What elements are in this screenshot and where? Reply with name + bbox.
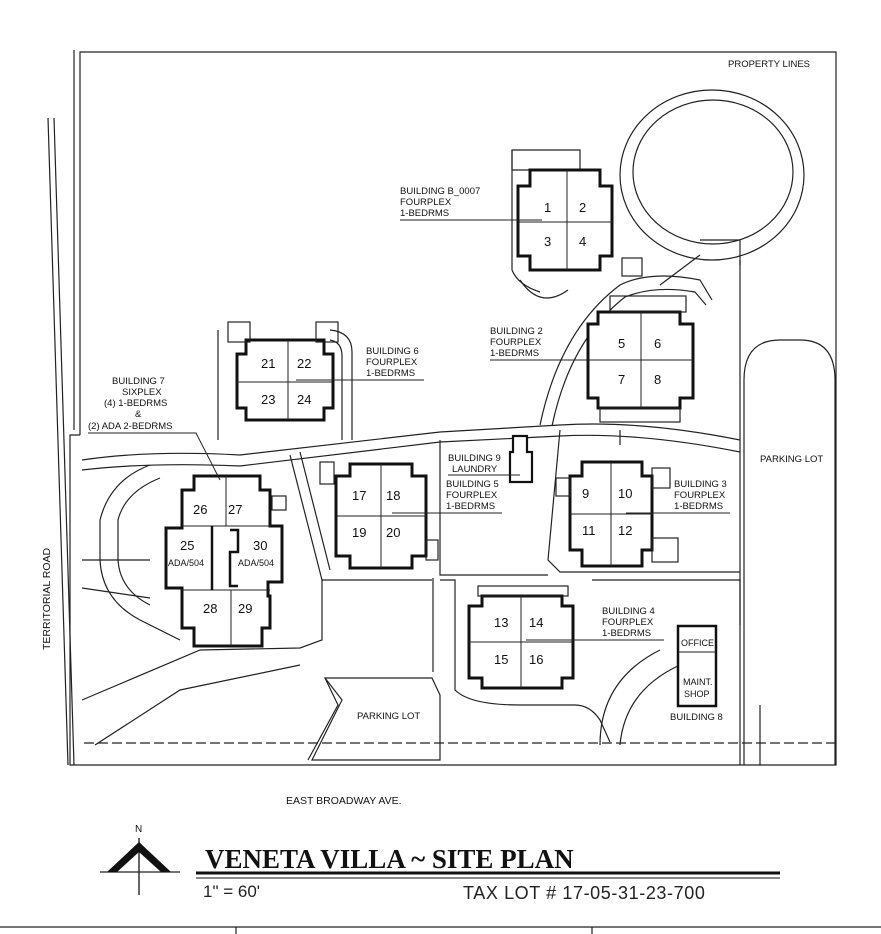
unit-20: 20 xyxy=(386,525,400,540)
svg-text:FOURPLEX: FOURPLEX xyxy=(446,490,498,501)
unit-6: 6 xyxy=(654,336,661,351)
label-building-5: BUILDING 5 FOURPLEX 1-BEDRMS xyxy=(392,479,502,514)
unit-7: 7 xyxy=(618,372,625,387)
property-boundary xyxy=(69,50,837,766)
unit-27: 27 xyxy=(228,502,242,517)
svg-text:FOURPLEX: FOURPLEX xyxy=(490,337,542,348)
svg-text:1-BEDRMS: 1-BEDRMS xyxy=(446,501,495,512)
svg-text:1-BEDRMS: 1-BEDRMS xyxy=(490,348,539,359)
svg-text:FOURPLEX: FOURPLEX xyxy=(400,197,452,208)
unit-17: 17 xyxy=(352,488,366,503)
label-building-b0007: BUILDING B_0007 FOURPLEX 1-BEDRMS xyxy=(400,186,542,221)
unit-12: 12 xyxy=(618,523,632,538)
svg-text:BUILDING B_0007: BUILDING B_0007 xyxy=(400,186,480,197)
building-5 xyxy=(319,461,439,570)
territorial-road-label: TERRITORIAL ROAD xyxy=(41,547,53,650)
property-lines-label: PROPERTY LINES xyxy=(728,59,810,70)
building-8 xyxy=(676,624,718,708)
svg-text:(4) 1-BEDRMS: (4) 1-BEDRMS xyxy=(104,398,167,409)
building-7 xyxy=(164,474,287,648)
tax-lot-label: TAX LOT # 17-05-31-23-700 xyxy=(463,883,705,903)
label-building-9: BUILDING 9 LAUNDRY xyxy=(448,453,520,476)
maint-label: MAINT. xyxy=(683,677,713,687)
page-title: VENETA VILLA ~ SITE PLAN xyxy=(205,844,574,874)
building-2 xyxy=(586,295,695,423)
svg-text:FOURPLEX: FOURPLEX xyxy=(674,490,726,501)
building-4 xyxy=(467,585,575,690)
svg-text:&: & xyxy=(135,409,142,420)
unit-28: 28 xyxy=(203,601,217,616)
svg-text:1-BEDRMS: 1-BEDRMS xyxy=(400,208,449,219)
label-building-7: BUILDING 7 SIXPLEX (4) 1-BEDRMS & (2) AD… xyxy=(88,376,221,481)
label-building-6: BUILDING 6 FOURPLEX 1-BEDRMS xyxy=(296,346,424,381)
svg-text:LAUNDRY: LAUNDRY xyxy=(452,464,498,475)
building-3 xyxy=(555,460,679,568)
label-building-2: BUILDING 2 FOURPLEX 1-BEDRMS xyxy=(490,326,612,361)
shop-label: SHOP xyxy=(684,689,710,699)
unit-22: 22 xyxy=(297,356,311,371)
unit-14: 14 xyxy=(529,615,543,630)
sidewalks xyxy=(81,149,741,746)
parking-lot-label-bottom: PARKING LOT xyxy=(357,711,420,722)
svg-text:BUILDING 3: BUILDING 3 xyxy=(674,479,727,490)
parking-lot-label-right: PARKING LOT xyxy=(760,454,823,465)
bottom-parking-lot xyxy=(307,677,441,761)
unit-19: 19 xyxy=(352,525,366,540)
unit-29: 29 xyxy=(238,601,252,616)
north-label: N xyxy=(135,824,142,835)
north-arrow-icon xyxy=(100,838,180,895)
unit-30: 30 xyxy=(253,538,267,553)
label-building-3: BUILDING 3 FOURPLEX 1-BEDRMS xyxy=(626,479,730,514)
svg-text:BUILDING 2: BUILDING 2 xyxy=(490,326,543,337)
svg-text:FOURPLEX: FOURPLEX xyxy=(366,357,418,368)
unit-25: 25 xyxy=(180,538,194,553)
svg-text:BUILDING 4: BUILDING 4 xyxy=(602,606,655,617)
scale-label: 1" = 60' xyxy=(203,882,260,901)
unit-13: 13 xyxy=(494,615,508,630)
unit-3: 3 xyxy=(544,234,551,249)
svg-text:FOURPLEX: FOURPLEX xyxy=(602,617,654,628)
unit-9: 9 xyxy=(582,486,589,501)
label-building-4: BUILDING 4 FOURPLEX 1-BEDRMS xyxy=(526,606,664,641)
building-9-laundry xyxy=(508,434,534,484)
unit-16: 16 xyxy=(529,652,543,667)
territorial-road xyxy=(47,117,75,766)
unit-26: 26 xyxy=(193,502,207,517)
unit-4: 4 xyxy=(579,234,586,249)
unit-1: 1 xyxy=(544,200,551,215)
unit-18: 18 xyxy=(386,488,400,503)
unit-24: 24 xyxy=(297,392,311,407)
unit-15: 15 xyxy=(494,652,508,667)
unit-21: 21 xyxy=(261,356,275,371)
svg-text:1-BEDRMS: 1-BEDRMS xyxy=(602,628,651,639)
svg-text:BUILDING 9: BUILDING 9 xyxy=(448,453,501,464)
svg-text:BUILDING 6: BUILDING 6 xyxy=(366,346,419,357)
building-b0007 xyxy=(516,168,643,277)
unit-11: 11 xyxy=(582,523,596,538)
svg-text:BUILDING 5: BUILDING 5 xyxy=(446,479,499,490)
right-parking-lot xyxy=(739,260,836,765)
office-label: OFFICE xyxy=(681,638,714,648)
unit-23: 23 xyxy=(261,392,275,407)
label-building-8: BUILDING 8 xyxy=(670,712,723,723)
title-block xyxy=(0,871,881,934)
unit-8: 8 xyxy=(654,372,661,387)
unit-5: 5 xyxy=(618,336,625,351)
svg-text:1-BEDRMS: 1-BEDRMS xyxy=(366,368,415,379)
circular-drive xyxy=(619,89,805,261)
svg-text:SIXPLEX: SIXPLEX xyxy=(122,387,162,398)
unit-2: 2 xyxy=(579,200,586,215)
east-broadway-label: EAST BROADWAY AVE. xyxy=(286,795,402,807)
svg-text:(2) ADA 2-BEDRMS: (2) ADA 2-BEDRMS xyxy=(88,421,172,432)
svg-text:1-BEDRMS: 1-BEDRMS xyxy=(674,501,723,512)
ada-label-30: ADA/504 xyxy=(238,558,274,568)
unit-10: 10 xyxy=(618,486,632,501)
ada-label-25: ADA/504 xyxy=(168,558,204,568)
svg-text:BUILDING 7: BUILDING 7 xyxy=(112,376,165,387)
building-6 xyxy=(227,321,339,422)
